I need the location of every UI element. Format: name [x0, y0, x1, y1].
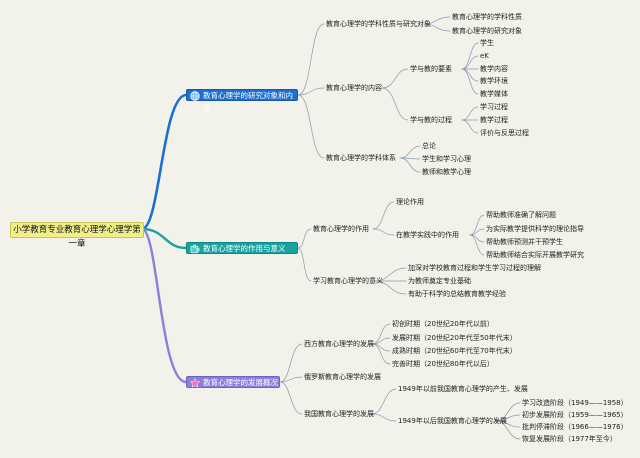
- node-discipline-nature[interactable]: 教育心理学的学科性质: [452, 13, 522, 21]
- node-china-after-1949[interactable]: 1949年以后我国教育心理学的发展: [398, 417, 507, 425]
- node-nature-and-object[interactable]: 教育心理学的学科性质与研究对象: [326, 20, 431, 28]
- node-general[interactable]: 总论: [422, 142, 436, 150]
- node-content[interactable]: 教育心理学的内容: [326, 84, 382, 92]
- node-role[interactable]: 教育心理学的作用: [313, 225, 369, 233]
- node-element-content[interactable]: 教学内容: [480, 65, 508, 73]
- node-western-4[interactable]: 完善时期（20世纪80年代以后）: [392, 360, 494, 368]
- node-evaluation-process[interactable]: 评价与反思过程: [480, 129, 529, 137]
- node-research-object[interactable]: 教育心理学的研究对象: [452, 27, 522, 35]
- node-elements[interactable]: 学与教的要素: [410, 65, 452, 73]
- node-element-ek[interactable]: eK: [480, 52, 489, 60]
- node-china[interactable]: 我国教育心理学的发展: [304, 410, 374, 418]
- node-practice-2[interactable]: 为实际教学提供科学的理论指导: [486, 225, 584, 233]
- node-stage-2[interactable]: 初步发展阶段（1959——1965）: [522, 411, 628, 419]
- node-teacher-psychology[interactable]: 教师和教学心理: [422, 168, 471, 176]
- star-icon: [190, 378, 200, 388]
- root-topic[interactable]: 小学教育专业教育心理学心理学第一章: [10, 222, 144, 249]
- branch-label: 教育心理学的研究对象和内容: [203, 91, 293, 112]
- node-element-student[interactable]: 学生: [480, 39, 494, 47]
- node-system[interactable]: 教育心理学的学科体系: [326, 154, 396, 162]
- branch-label: 教育心理学的发展概况: [203, 378, 278, 387]
- node-western-2[interactable]: 发展时期（20世纪20年代至50年代末）: [392, 334, 517, 342]
- node-western[interactable]: 西方教育心理学的发展: [304, 340, 374, 348]
- node-stage-3[interactable]: 批判停滞阶段（1966——1976）: [522, 423, 628, 431]
- node-china-before-1949[interactable]: 1949年以前我国教育心理学的产生、发展: [398, 385, 528, 393]
- node-process[interactable]: 学与教的过程: [410, 116, 452, 124]
- node-theory-role[interactable]: 理论作用: [396, 198, 424, 206]
- node-practice-4[interactable]: 帮助教师结合实际开展教学研究: [486, 251, 584, 259]
- branch-label: 教育心理学的作用与意义: [203, 244, 286, 253]
- node-practice-role[interactable]: 在教学实践中的作用: [396, 231, 459, 239]
- node-practice-1[interactable]: 帮助教师准确了解问题: [486, 211, 556, 219]
- node-practice-3[interactable]: 帮助教师预测并干预学生: [486, 238, 563, 246]
- node-element-environment[interactable]: 教学环境: [480, 77, 508, 85]
- node-significance-2[interactable]: 为教师奠定专业基础: [408, 277, 471, 285]
- node-western-3[interactable]: 成熟时期（20世纪60年代至70年代末）: [392, 347, 517, 355]
- puzzle-icon: [190, 244, 200, 254]
- branch-research-object[interactable]: 教育心理学的研究对象和内容: [186, 89, 298, 112]
- node-western-1[interactable]: 初创时期（20世纪20年代以前）: [392, 320, 494, 328]
- node-stage-4[interactable]: 恢复发展阶段（1977年至今）: [522, 435, 617, 443]
- branch-role-and-significance[interactable]: 教育心理学的作用与意义: [186, 242, 298, 254]
- node-stage-1[interactable]: 学习改造阶段（1949——1958）: [522, 399, 628, 407]
- node-student-psychology[interactable]: 学生和学习心理: [422, 155, 471, 163]
- branch-development[interactable]: 教育心理学的发展概况: [186, 376, 280, 388]
- node-teaching-process[interactable]: 教学过程: [480, 116, 508, 124]
- node-russian[interactable]: 俄罗斯教育心理学的发展: [304, 373, 381, 381]
- node-element-media[interactable]: 教学媒体: [480, 90, 508, 98]
- globe-icon: [190, 91, 200, 101]
- node-significance-1[interactable]: 加深对学校教育过程和学生学习过程的理解: [408, 264, 541, 272]
- node-significance[interactable]: 学习教育心理学的意义: [313, 277, 383, 285]
- node-significance-3[interactable]: 有助于科学的总结教育教学经验: [408, 290, 506, 298]
- node-learning-process[interactable]: 学习过程: [480, 103, 508, 111]
